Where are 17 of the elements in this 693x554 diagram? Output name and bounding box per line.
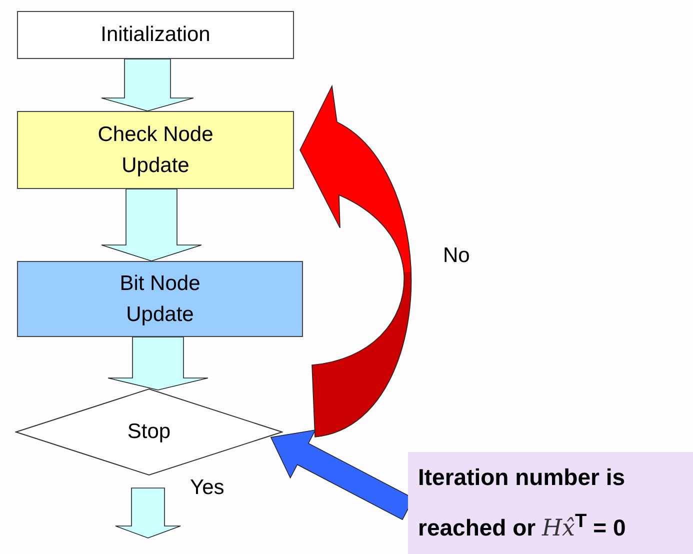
node-label: Initialization — [100, 22, 210, 48]
node-label: Bit Node Update — [118, 270, 202, 328]
process-box — [17, 261, 303, 337]
edge-label: Yes — [190, 476, 224, 500]
edge-label: No — [443, 244, 470, 268]
process-box — [17, 11, 294, 59]
condition-text: Iteration number is reached or Hx̂$^{T}$ = 0 — [418, 463, 627, 544]
block-arrow — [101, 58, 194, 112]
condition-box — [408, 452, 693, 554]
process-box — [17, 111, 294, 189]
block-arrow — [115, 488, 181, 538]
decision-diamond — [15, 388, 283, 476]
block-arrow — [108, 336, 208, 390]
node-label: Check Node Update — [96, 122, 214, 179]
curved-arrow — [300, 86, 412, 438]
block-arrow — [101, 188, 202, 262]
node-label: Stop — [127, 419, 171, 446]
